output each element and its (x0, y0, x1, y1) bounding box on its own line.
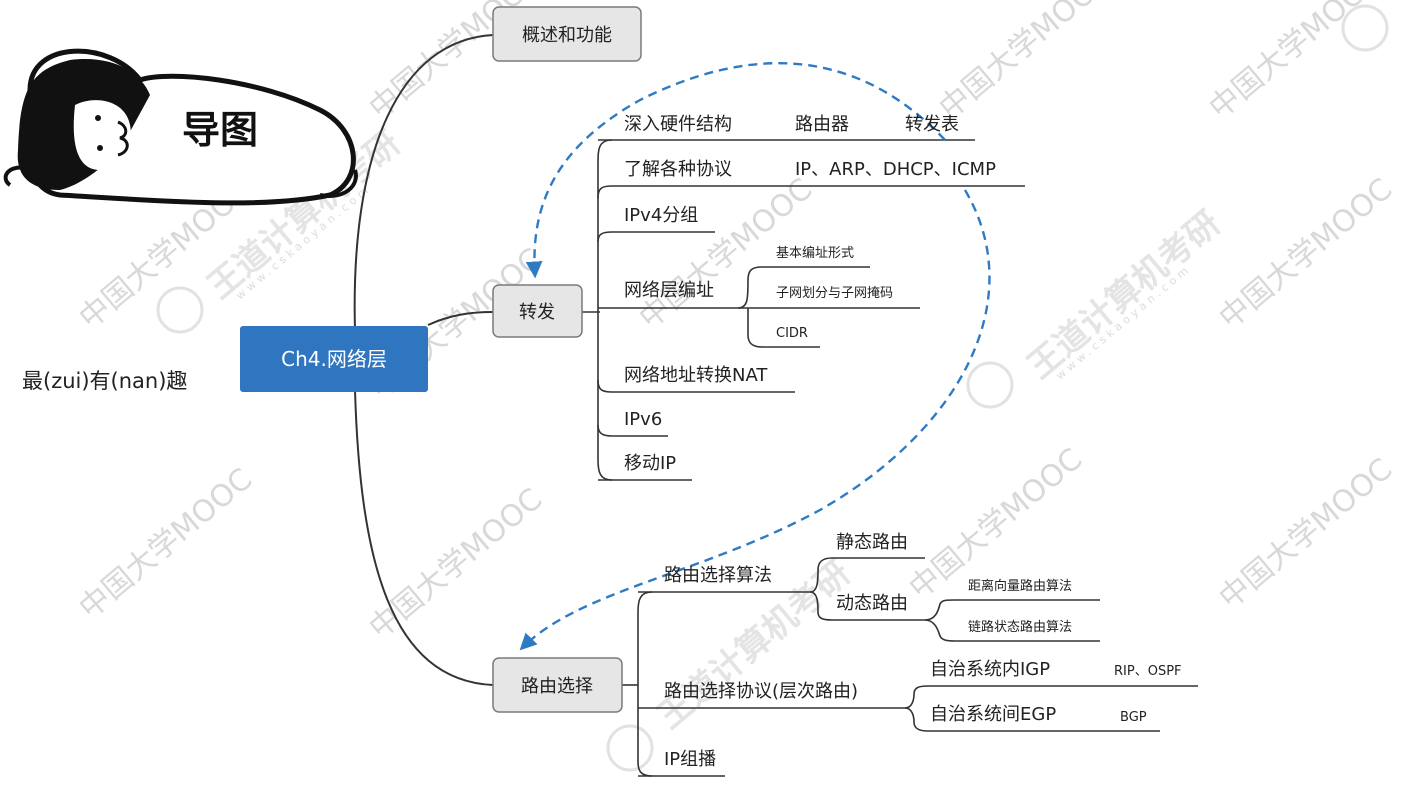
underline-ipv4 (597, 231, 715, 243)
topic-routing-protocols[interactable]: 路由选择协议(层次路由) (664, 681, 858, 702)
root-node[interactable]: Ch4.网络层 (240, 326, 428, 392)
branch-node-routing[interactable]: 路由选择 (492, 657, 623, 713)
sticker-mouth-icon (117, 120, 129, 157)
watermark-text: 中国大学MOOC (1213, 172, 1399, 336)
topic-routing-algorithms[interactable]: 路由选择算法 (664, 565, 772, 586)
watermark-seal-icon (156, 286, 204, 334)
topic-ipv4[interactable]: IPv4分组 (624, 205, 698, 226)
side-note: 最(zui)有(nan)趣 (22, 369, 187, 393)
subtopic-link-state[interactable]: 链路状态路由算法 (968, 619, 1072, 635)
underline-ipv6 (597, 424, 668, 437)
branch-node-label: 路由选择 (521, 676, 593, 697)
branch-node-overview[interactable]: 概述和功能 (492, 6, 642, 62)
topic-dynamic-routing[interactable]: 动态路由 (836, 593, 908, 614)
topic-igp[interactable]: 自治系统内IGP (930, 659, 1050, 680)
sticker-foot-icon (319, 169, 358, 198)
topic-egp[interactable]: 自治系统间EGP (930, 704, 1056, 725)
subtopic-subnetting[interactable]: 子网划分与子网掩码 (776, 286, 893, 301)
topic-protocols[interactable]: 了解各种协议 (624, 159, 732, 180)
underline-nat (597, 379, 795, 393)
topic-ip-multicast[interactable]: IP组播 (664, 749, 716, 770)
branch-node-box (492, 284, 583, 338)
branch-node-forwarding[interactable]: 转发 (492, 284, 583, 338)
watermark-text: 中国大学MOOC (1203, 0, 1389, 126)
topic-mobile-ip[interactable]: 移动IP (624, 453, 676, 474)
connector-root-forwarding (427, 311, 494, 326)
topic-addressing[interactable]: 网络层编址 (624, 280, 714, 301)
topic-hardware[interactable]: 深入硬件结构 (624, 114, 732, 135)
connector-dynamic-route (809, 591, 925, 621)
underline-protocols (597, 185, 1025, 199)
connector-root-routing (354, 389, 494, 686)
subtopic-igp-protocols: RIP、OSPF (1114, 664, 1182, 679)
connector-link-state (924, 619, 1100, 642)
root-node-label: Ch4.网络层 (281, 347, 387, 371)
cartoon-sticker: 导图 (3, 48, 358, 206)
connector-distance-vector (924, 599, 1100, 621)
subtopic-basic-addressing[interactable]: 基本编址形式 (776, 246, 854, 261)
branch-node-label: 概述和功能 (522, 25, 612, 46)
watermark-text: 中国大学MOOC (73, 462, 259, 626)
sticker-eye-icon (97, 145, 103, 151)
topic-nat[interactable]: 网络地址转换NAT (624, 365, 768, 386)
connector-egp (904, 707, 1160, 732)
connector-addressing-basic (737, 266, 870, 309)
root-node-box (240, 326, 428, 392)
branch-node-box (492, 6, 642, 62)
watermark-text: 中国大学MOOC (1213, 452, 1399, 616)
watermark-seal-icon (606, 724, 654, 772)
topic-hardware-forwarding-table: 转发表 (905, 114, 959, 135)
sticker-eye-icon (95, 115, 101, 121)
sticker-hand-icon (3, 165, 26, 187)
dashed-arrow-to-forwarding (525, 62, 946, 279)
topic-hardware-router: 路由器 (795, 114, 849, 135)
subtopic-distance-vector[interactable]: 距离向量路由算法 (968, 578, 1072, 594)
sticker-face (73, 100, 131, 170)
connector-forwarding-spine (597, 139, 613, 481)
branch-node-box (492, 657, 623, 713)
topic-static-routing[interactable]: 静态路由 (836, 532, 908, 553)
forwarding-connectors (582, 139, 1025, 481)
watermark-brand: 王道计算机考研 (1020, 203, 1228, 387)
connector-root-overview (353, 34, 494, 331)
sticker-caption: 导图 (182, 108, 258, 152)
topic-protocols-list: IP、ARP、DHCP、ICMP (795, 159, 996, 180)
watermark-seal-icon (966, 361, 1014, 409)
watermark-text: 中国大学MOOC (933, 0, 1119, 126)
watermark-seal-icon (1341, 4, 1389, 52)
routing-connectors (622, 557, 1198, 777)
connector-igp (904, 685, 1198, 709)
watermark-text: 中国大学MOOC (363, 482, 549, 646)
connector-addressing-cidr (747, 308, 820, 348)
root-connectors (353, 34, 494, 686)
topic-ipv6[interactable]: IPv6 (624, 409, 662, 430)
connector-static-route (809, 557, 925, 593)
subtopic-cidr[interactable]: CIDR (776, 326, 808, 341)
connector-routing-spine (637, 591, 653, 777)
dashed-arrow-to-routing (519, 189, 991, 651)
subtopic-egp-protocols: BGP (1120, 710, 1147, 725)
branch-node-label: 转发 (519, 302, 555, 323)
